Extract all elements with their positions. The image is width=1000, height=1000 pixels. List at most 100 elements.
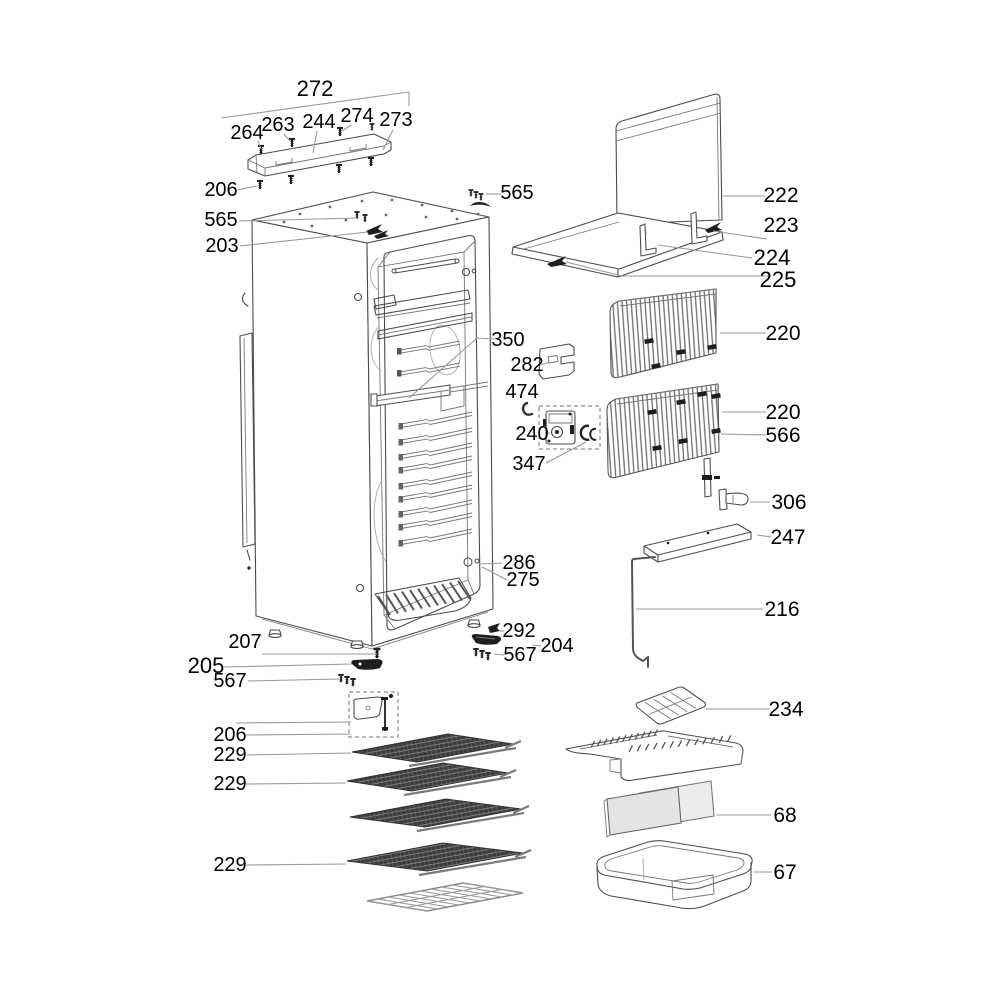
frame-hole-lower [355, 583, 365, 593]
cabinet-front-frame [366, 216, 494, 647]
wire-shelf [366, 882, 524, 912]
part-label-225: 225 [760, 267, 797, 292]
bracket-306 [718, 488, 749, 511]
strip-204 [471, 634, 502, 645]
glass-shelves-68 [603, 780, 715, 838]
part-label-206: 206 [204, 179, 237, 201]
leader-line-206 [236, 185, 258, 191]
frame-depth-lines [377, 240, 476, 630]
leader-line-275 [481, 566, 508, 581]
hinge-arc-565 [470, 201, 491, 207]
leveling-foot-left [268, 629, 282, 639]
leader-line-272 [220, 91, 410, 119]
leader-line-204 [531, 644, 542, 647]
leader-line-286 [478, 562, 503, 565]
clip-347 [579, 424, 590, 441]
clip-arrow-223 [705, 222, 722, 233]
leader-line-347 [545, 441, 587, 464]
leader-line-274 [341, 124, 352, 132]
part-label-567: 567 [213, 670, 246, 692]
leader-line-206 [235, 721, 352, 724]
part-label-282: 282 [510, 354, 543, 376]
part-label-68: 68 [773, 804, 796, 827]
hinge-kit-box-206 [348, 691, 399, 738]
part-label-67: 67 [773, 861, 796, 884]
part-label-347: 347 [512, 453, 545, 475]
leader-line-224 [657, 244, 753, 259]
condenser-panels [606, 288, 749, 511]
flue-wire-216 [631, 556, 656, 668]
leader-line-264 [257, 140, 262, 150]
leader-line-273 [382, 129, 394, 151]
leader-line-225 [565, 261, 770, 277]
clip-347b [589, 427, 597, 441]
leader-line-566 [720, 433, 767, 436]
part-label-264: 264 [230, 122, 263, 144]
evaporator-assembly [511, 93, 724, 278]
part-label-234: 234 [768, 698, 803, 721]
part-label-203: 203 [205, 235, 238, 257]
mesh-shelf-229a [351, 733, 522, 768]
leader-line-206 [245, 733, 352, 736]
part-label-566: 566 [765, 424, 800, 447]
part-label-229: 229 [213, 854, 246, 876]
freezer-floor-cover [565, 729, 744, 782]
liner-contours [370, 257, 387, 563]
back-panel-222 [615, 93, 723, 225]
flue-assembly [631, 523, 752, 668]
mesh-shelf-229c [349, 798, 530, 833]
part-label-306: 306 [771, 491, 806, 514]
part-label-272: 272 [297, 76, 334, 101]
lower-shelf-rails [398, 411, 473, 547]
clip-arrow-225 [547, 256, 567, 267]
part-label-220: 220 [765, 401, 800, 424]
hinge-flag-203b [374, 230, 389, 239]
fin-panel-220-upper [609, 288, 717, 379]
leader-line-229 [246, 752, 352, 756]
thermostat-body [543, 410, 576, 445]
capillary-hook-474 [521, 401, 534, 416]
hinge-plate-206 [353, 694, 393, 731]
thermostat-group [521, 343, 601, 450]
cabinet-body [239, 191, 494, 650]
part-label-229: 229 [213, 773, 246, 795]
leader-line-350 [408, 337, 495, 399]
shelf-stack [346, 733, 532, 912]
mesh-shelf-229b [346, 762, 517, 797]
part-label-222: 222 [763, 184, 798, 207]
fin-panel-220-lower [606, 383, 720, 479]
fin-panel-clips-566 [644, 338, 721, 452]
floor-grid [374, 577, 472, 621]
cabinet-left-panel [251, 219, 373, 647]
drip-bar [702, 457, 720, 498]
part-label-206: 206 [213, 724, 246, 746]
hinge-cover-hole [358, 662, 362, 666]
wedge-292 [488, 623, 500, 633]
part-label-565: 565 [500, 182, 533, 204]
leader-line-263 [283, 133, 292, 143]
leader-line-567 [493, 653, 505, 656]
leader-line-229 [245, 782, 347, 785]
leader-line-223 [712, 230, 768, 240]
frame-hole-upper [353, 292, 363, 302]
plug-275 [474, 558, 480, 564]
part-label-205: 205 [188, 653, 225, 678]
leader-line-567 [247, 678, 340, 682]
part-label-273: 273 [379, 109, 412, 131]
hinge-cover-205 [351, 659, 383, 670]
part-label-204: 204 [540, 635, 573, 657]
interior-back-wall [377, 251, 469, 616]
part-label-220: 220 [765, 322, 800, 345]
leader-line-282 [540, 361, 550, 366]
thermostat-kit-box-240 [538, 405, 601, 450]
part-label-244: 244 [302, 111, 335, 133]
leader-line-565 [238, 217, 358, 222]
part-label-350: 350 [491, 329, 524, 351]
leader-line-229 [245, 863, 347, 866]
side-heater-strip [239, 292, 256, 570]
drain-plug-286 [463, 557, 473, 567]
